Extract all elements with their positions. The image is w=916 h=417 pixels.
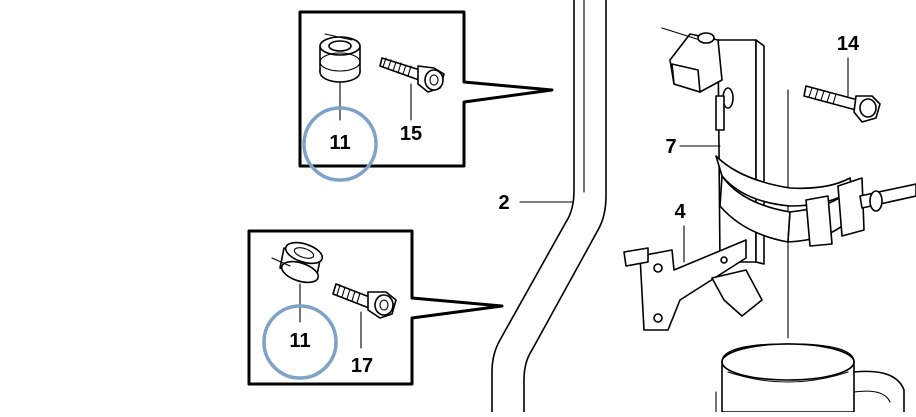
callout-upper-bolt: 15 — [400, 123, 422, 145]
callout-lower-spacer: 11 — [289, 330, 310, 352]
upper-bolt — [379, 57, 445, 93]
upper-inset-frame — [298, 10, 554, 168]
muffler-canister — [715, 343, 905, 413]
clamp-band — [715, 155, 865, 247]
lower-spacer-bushing — [271, 241, 324, 284]
callout-upper-spacer: 11 — [329, 132, 350, 154]
lower-detail-inset: 11 17 — [247, 229, 504, 386]
callout-clamp: 7 — [665, 136, 676, 158]
bolt-14: 14 — [803, 33, 881, 123]
exhaust-pipe: 2 — [491, 0, 607, 413]
bracket-assembly: 4 7 — [623, 27, 916, 339]
upper-spacer-bushing — [319, 33, 361, 83]
lower-highlight-circle — [262, 304, 338, 380]
lower-inset-frame — [247, 229, 504, 386]
callout-bracket: 4 — [674, 201, 686, 223]
upper-detail-inset: 11 15 — [298, 10, 554, 182]
callout-bolt: 14 — [837, 33, 860, 55]
lower-bracket — [623, 239, 763, 331]
callout-lower-bolt: 17 — [351, 355, 373, 377]
upper-highlight-circle — [302, 106, 378, 182]
callout-pipe: 2 — [498, 192, 509, 214]
lower-bolt — [332, 283, 397, 319]
